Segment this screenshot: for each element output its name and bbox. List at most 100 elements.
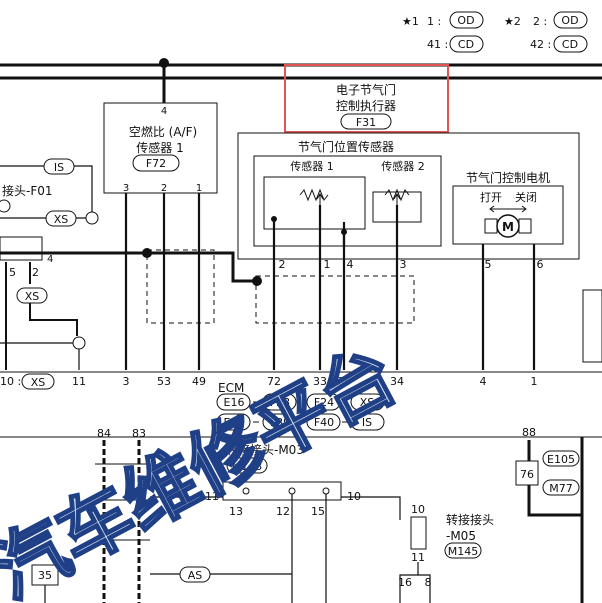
m03-down-wires: [291, 494, 327, 603]
m77-outline: [542, 479, 580, 496]
legend-row1-left-tag: OD: [457, 14, 474, 27]
ecm-pin: 36: [337, 375, 351, 388]
ecm-pin: 3: [123, 375, 130, 388]
ecm-pin: 4: [480, 375, 487, 388]
m05-top-pin: 10: [411, 503, 425, 516]
tps-resistor-2: [384, 188, 410, 202]
m05-bottom-pin: 11: [411, 551, 425, 564]
m03-pin: 12: [276, 505, 290, 518]
tps-pin: 2: [279, 258, 286, 271]
af-sensor-box: [103, 102, 218, 194]
left-pin-5: 5: [9, 266, 16, 279]
m03-pin-dot: [288, 487, 296, 495]
code-m77: M77: [549, 482, 573, 495]
legend-row2-left-tag: CD: [458, 38, 474, 51]
top-bus: [0, 63, 602, 80]
legend-tag-outline: [553, 11, 588, 29]
left-is-tag: IS: [54, 161, 64, 174]
tps-sensor1-frame: [263, 176, 366, 230]
shield-dashed-box: [255, 275, 415, 324]
throttle-body-box: [237, 132, 580, 260]
motor-direction-arrow-icon: [489, 205, 527, 213]
motor-close-label: 关闭: [515, 190, 537, 204]
lower-left-wires: [44, 573, 292, 603]
tps-pin: 4: [347, 258, 354, 271]
shielded-wires: [102, 440, 141, 603]
tps-pin: 1: [324, 258, 331, 271]
tps-wiper-1: [316, 193, 324, 205]
ecm-code: F23: [270, 396, 290, 409]
legend-star2: ★2: [504, 15, 521, 28]
ecm-pin: 1: [531, 375, 538, 388]
m05-label-1: 转接接头: [446, 512, 494, 527]
af-sensor-code-outline: [132, 154, 180, 172]
m05-down-wires: [399, 562, 431, 603]
m03-pin: 15: [311, 505, 325, 518]
ecm-pin: 49: [192, 375, 206, 388]
m03-pin: 13: [229, 505, 243, 518]
af-sensor-pin: 2: [161, 183, 167, 194]
motor-box: [452, 185, 564, 245]
legend-tag-outline: [449, 35, 484, 53]
tps-wiper-2: [393, 193, 401, 205]
tps-title: 节气门位置传感器: [298, 139, 394, 154]
m03-left-pin: 11: [205, 490, 219, 503]
ecm-label: ECM: [218, 381, 244, 395]
m03-code: M143: [232, 460, 263, 473]
wire-junction-dot: [252, 276, 262, 286]
lower-pin-88: 88: [522, 426, 536, 439]
right-edge-box: [582, 289, 602, 363]
m03-connector-box: [222, 481, 342, 501]
tps-sensor1-label: 传感器 1: [290, 160, 334, 173]
shield-ticks: [95, 463, 150, 541]
af-sensor-pin: 1: [196, 183, 202, 194]
motor-brush-right: [518, 218, 532, 234]
m05-code-outline: [444, 542, 482, 559]
af-sensor-code: F72: [146, 157, 166, 170]
lower-pin-84: 84: [97, 427, 111, 440]
ecm-codes: E16 F23 F24 XS E34 F39 F40 IS: [216, 393, 385, 431]
legend-tag-outline: [449, 11, 484, 29]
ecm-code: F24: [314, 396, 334, 409]
ecm-code: E16: [224, 396, 245, 409]
ecm-pin: 53: [157, 375, 171, 388]
lower-pin-83: 83: [132, 427, 146, 440]
legend-row1-right-num: 2 :: [533, 15, 547, 28]
left-bottom-tag-outline: [21, 373, 55, 390]
code-e105: E105: [547, 453, 575, 466]
e105-outline: [542, 450, 580, 467]
ground-wire: [0, 251, 258, 283]
motor-open-label: 打开: [480, 190, 502, 204]
af-sensor-name-2: 传感器 1: [136, 140, 183, 155]
m03-right-pin: 10: [347, 490, 361, 503]
m03-wires: [150, 496, 401, 520]
box-35-label: 35: [38, 569, 52, 582]
m05-label-2: -M05: [446, 529, 476, 543]
throttle-module-name-2: 控制执行器: [336, 99, 396, 113]
motor-pin: 5: [485, 258, 492, 271]
tps-box: [253, 155, 442, 247]
ecm-code: XS: [360, 396, 375, 409]
left-pin-2: 2: [32, 266, 39, 279]
as-tag: AS: [188, 569, 203, 582]
m03-pin-dot: [322, 487, 330, 495]
lower-pin-8: 8: [425, 576, 432, 589]
ecm-code: F39: [270, 416, 290, 429]
legend-tag-outline: [553, 35, 588, 53]
ecm-pin: 34: [390, 375, 404, 388]
m03-label: 转接接头-M03: [226, 442, 304, 457]
left-junction-label: 接头-F01: [2, 183, 53, 198]
throttle-module-code: F31: [356, 116, 376, 129]
motor-pin: 6: [537, 258, 544, 271]
legend-row1-left-num: 1 :: [427, 15, 441, 28]
left-bottom-label: 10 :: [0, 375, 21, 388]
tps-resistor-1: [299, 188, 329, 202]
lower-pin-16: 16: [398, 576, 412, 589]
lower-pin-76: 76: [520, 468, 534, 481]
legend-row1-right-tag: OD: [561, 14, 578, 27]
signal-wires: [124, 193, 536, 370]
left-region: IS 接头-F01 XS 4 5 2 XS: [0, 158, 99, 370]
m05-connector-box: [410, 516, 427, 550]
left-xs-tag: XS: [54, 213, 69, 226]
ecm-pins: 3 53 49 72 33 36 34 4 1: [123, 375, 538, 388]
